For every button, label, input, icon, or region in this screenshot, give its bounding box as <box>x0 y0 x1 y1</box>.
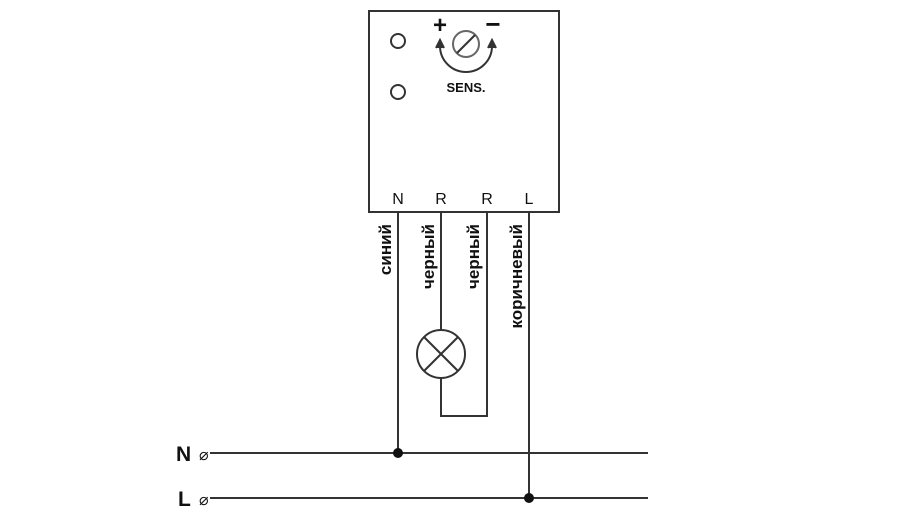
sens-plus: + <box>433 12 447 39</box>
sensor-housing <box>368 10 560 213</box>
wire-r2 <box>440 212 488 417</box>
indicator-led-2 <box>390 84 406 100</box>
sens-minus: − <box>485 9 500 39</box>
junction-dot-l <box>524 493 534 503</box>
indicator-led-1 <box>390 33 406 49</box>
terminal-r2: R <box>481 191 493 208</box>
lamp-icon <box>416 329 466 379</box>
wire-label-n: синий <box>376 224 395 275</box>
sensitivity-potentiometer <box>435 30 497 73</box>
terminal-r1: R <box>435 191 447 208</box>
mains-l-label: L <box>178 488 191 511</box>
wire-label-r2: черный <box>464 224 483 289</box>
mains-n-label: N <box>176 443 191 466</box>
sens-label: SENS. <box>446 80 485 95</box>
junction-dot-n <box>393 448 403 458</box>
terminal-l: L <box>525 191 534 208</box>
wire-label-l: коричневый <box>507 224 526 329</box>
mains-l-terminal: ⌀ <box>199 492 209 509</box>
mains-n-terminal: ⌀ <box>199 447 209 464</box>
terminal-n: N <box>392 191 404 208</box>
wire-label-r1: черный <box>419 224 438 289</box>
